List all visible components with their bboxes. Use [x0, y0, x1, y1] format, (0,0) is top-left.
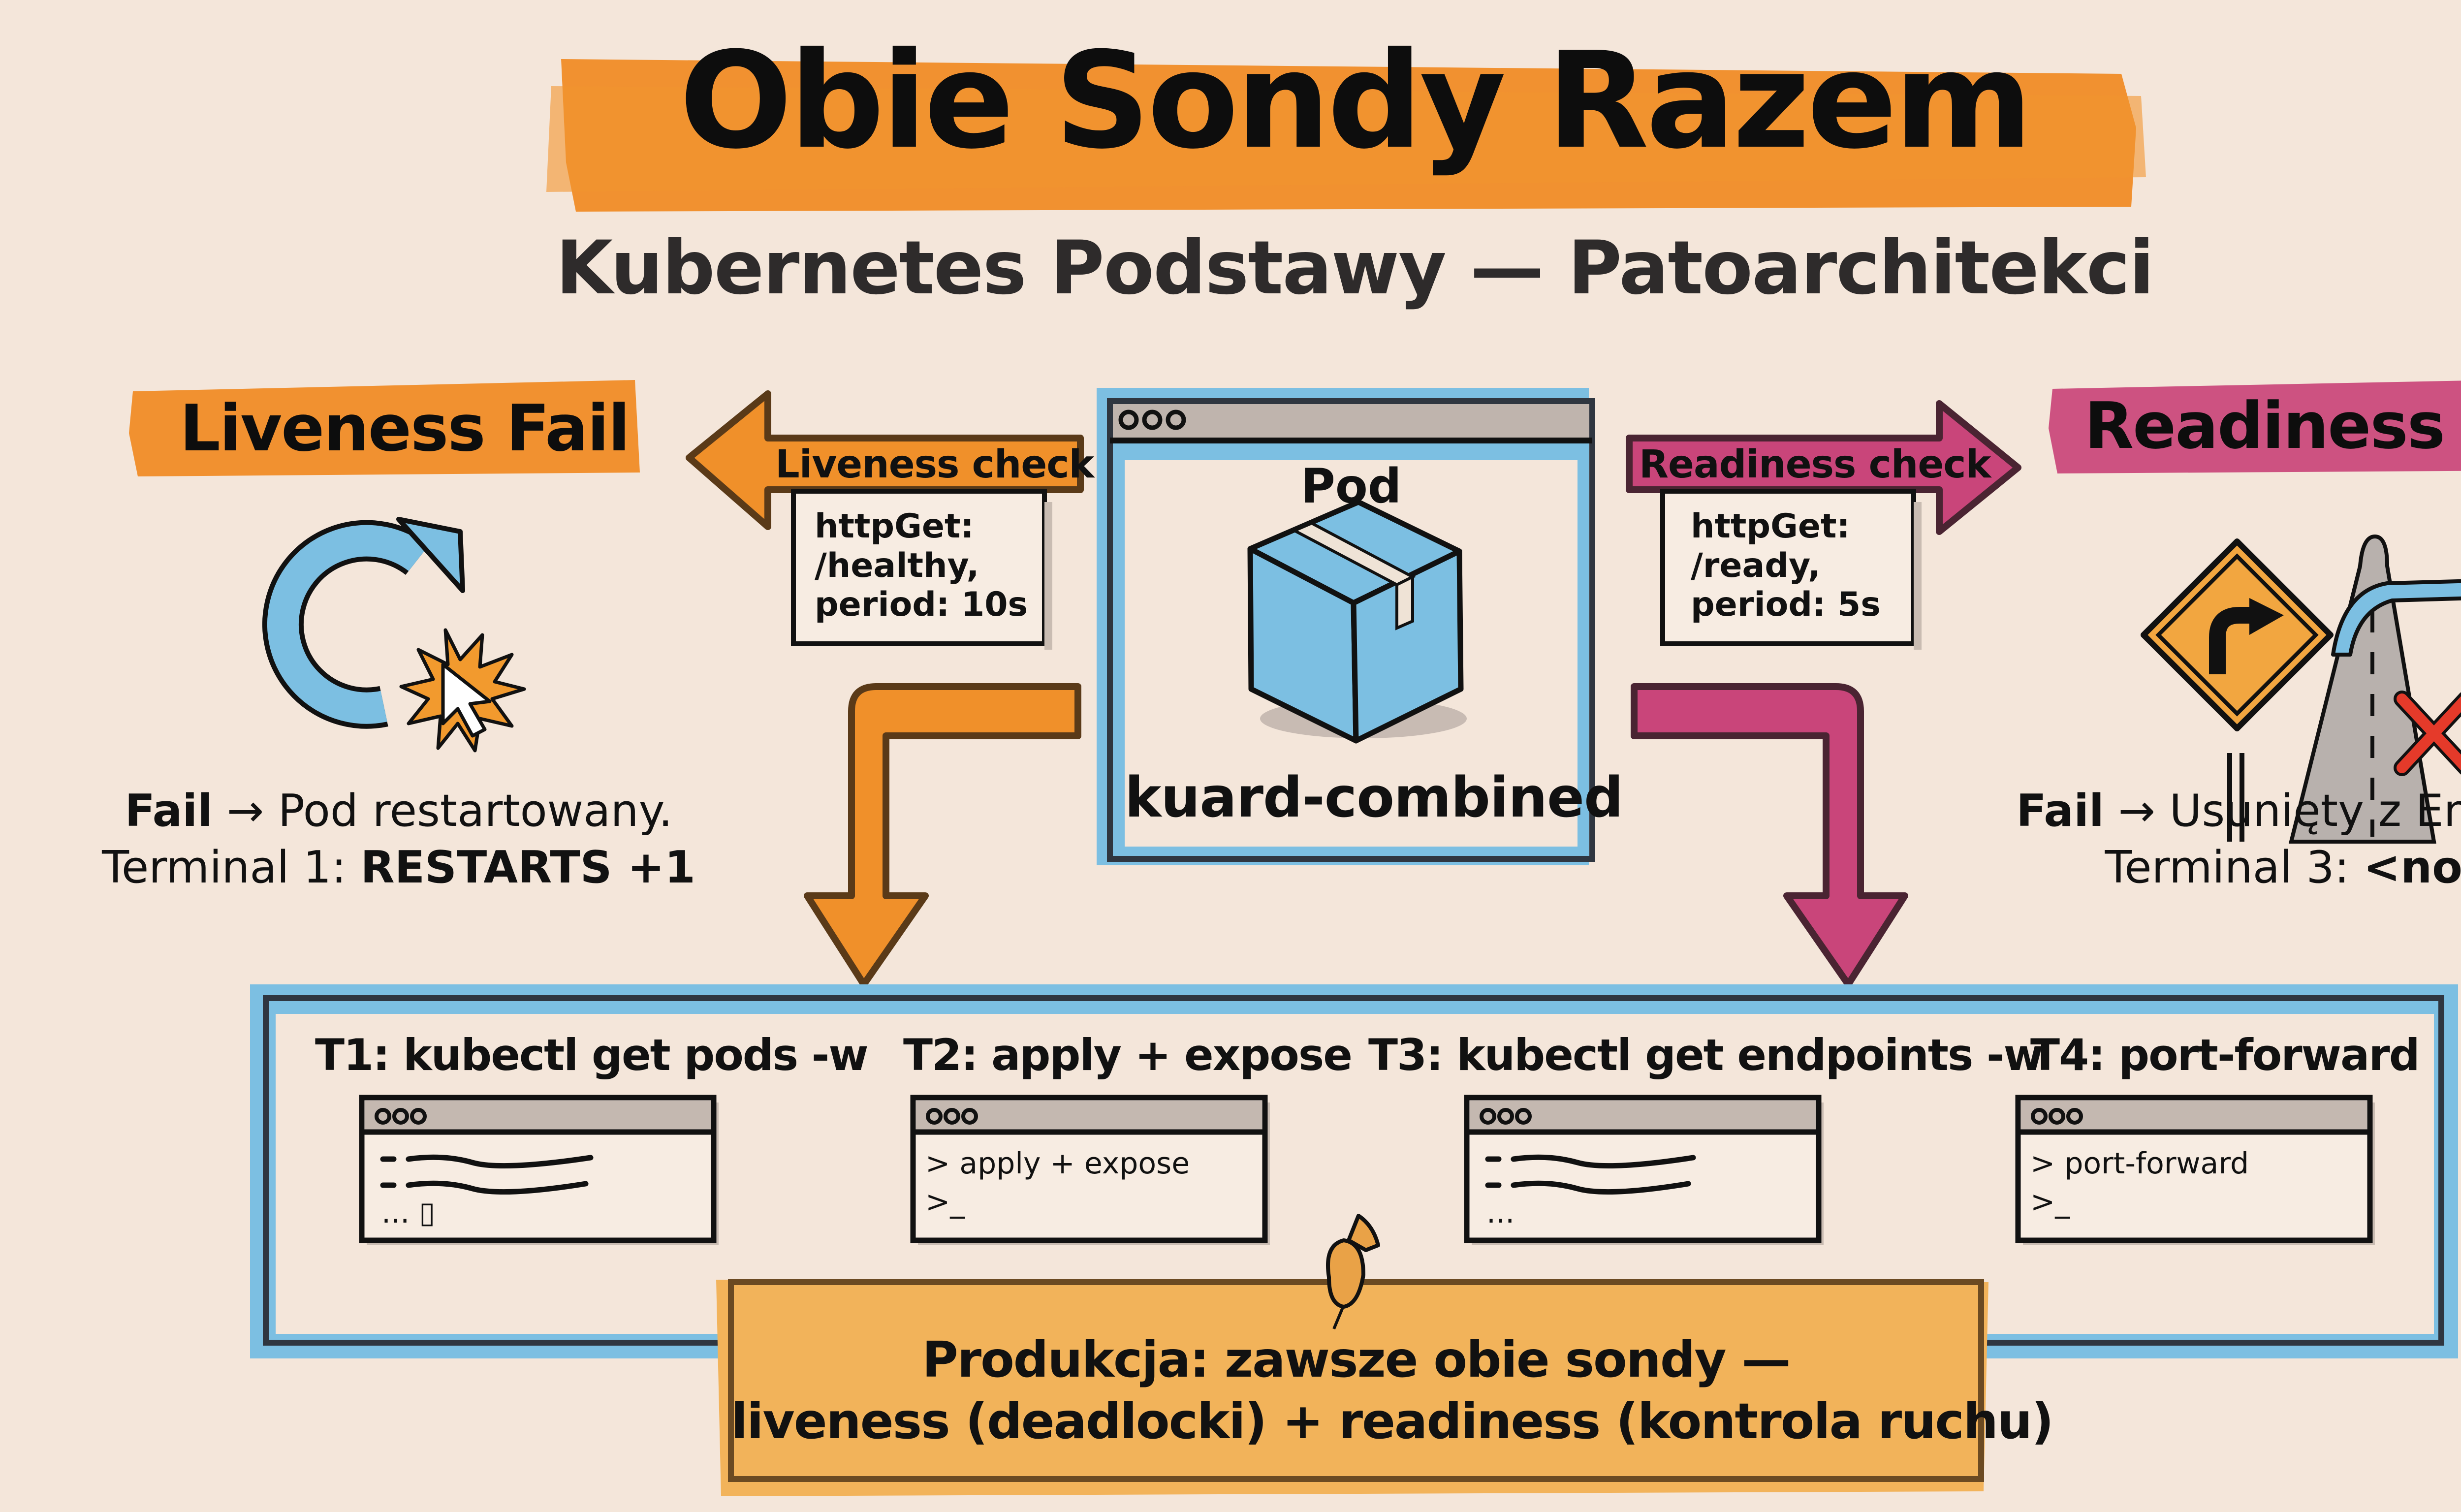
pod-label: Pod — [1300, 459, 1402, 514]
readiness-probe-type: httpGet: — [1691, 507, 1850, 546]
readiness-down-arrow — [1631, 683, 1908, 988]
click-burst-icon — [399, 628, 526, 753]
terminal-4-line-1: > port-forward — [2030, 1146, 2249, 1181]
terminal-4-line-2: >_ — [2030, 1185, 2070, 1219]
readiness-probe-path: /ready, — [1691, 546, 1821, 585]
terminal-4-body: > port-forward >_ — [2030, 1144, 2249, 1221]
terminal-4-title: T4: port-forward — [2030, 1030, 2420, 1080]
liveness-fail-word: Fail — [125, 785, 213, 837]
liveness-caption-line2: Terminal 1: RESTARTS +1 — [79, 839, 719, 896]
readiness-probe-config: httpGet: /ready, period: 5s — [1691, 507, 1881, 625]
readiness-caption: Fail → Usunięty z Endpoints. Terminal 3:… — [1988, 783, 2461, 896]
arrow-right-icon: → — [2118, 785, 2155, 837]
terminal-2-line-1: > apply + expose — [925, 1146, 1190, 1181]
pushpin-icon — [1326, 1214, 1380, 1330]
turn-sign-icon — [2141, 538, 2334, 842]
liveness-probe-path: /healthy, — [815, 546, 979, 585]
terminal-2-title: T2: apply + expose — [903, 1030, 1353, 1080]
liveness-title-highlight — [129, 380, 640, 476]
terminal-2-body: > apply + expose >_ — [925, 1144, 1190, 1221]
terminal-1-line-3: ... ▯ — [381, 1196, 436, 1230]
terminal-window-3 — [1464, 1095, 1824, 1245]
terminal-3-line-3: ... — [1486, 1196, 1515, 1230]
production-note-line1: Produkcja: zawsze obie sondy — — [922, 1331, 1791, 1388]
package-box-icon — [1247, 499, 1467, 744]
readiness-caption-line1: Fail → Usunięty z Endpoints. — [1988, 783, 2461, 839]
production-note: Produkcja: zawsze obie sondy — liveness … — [731, 1329, 2054, 1452]
liveness-check-arrow — [686, 390, 1084, 530]
readiness-probe-period: period: 5s — [1691, 585, 1881, 625]
liveness-probe-box — [791, 489, 1052, 650]
terminal-window-1 — [359, 1095, 719, 1245]
production-note-line2: liveness (deadlocki) + readiness (kontro… — [731, 1392, 2054, 1450]
liveness-terminal-prefix: Terminal 1: — [102, 842, 347, 894]
readiness-check-label: Readiness check — [1639, 442, 1991, 487]
pod-name: kuard-combined — [1125, 766, 1623, 830]
liveness-fail-title: Liveness Fail — [180, 391, 630, 466]
liveness-probe-type: httpGet: — [815, 507, 974, 546]
terminal-window-2 — [910, 1095, 1270, 1245]
terminal-3-title: T3: kubectl get endpoints -w — [1368, 1030, 2044, 1080]
readiness-probe-box — [1660, 489, 1922, 650]
liveness-probe-period: period: 10s — [815, 585, 1028, 625]
readiness-terminal-prefix: Terminal 3: — [2105, 842, 2350, 894]
readiness-terminal-value: <none> — [2363, 842, 2461, 894]
arrow-right-icon: → — [226, 785, 264, 837]
terminal-output-squiggles — [380, 1154, 1696, 1195]
page-title: Obie Sondy Razem — [679, 23, 2033, 178]
liveness-probe-config: httpGet: /healthy, period: 10s — [815, 507, 1028, 625]
title-highlight — [546, 59, 2146, 212]
terminal-2-line-2: >_ — [925, 1185, 965, 1219]
restart-arrow-icon — [262, 517, 465, 729]
terminal-1-title: T1: kubectl get pods -w — [315, 1030, 869, 1080]
liveness-result: Pod restartowany. — [278, 785, 673, 837]
terminal-window-4 — [2015, 1095, 2375, 1245]
readiness-title-highlight — [2049, 380, 2461, 473]
liveness-check-label: Liveness check — [775, 442, 1094, 487]
liveness-down-arrow — [804, 683, 1081, 988]
liveness-terminal-value: RESTARTS +1 — [360, 842, 695, 894]
road-detour-icon — [2288, 534, 2461, 844]
readiness-fail-title: Readiness Fail — [2084, 388, 2461, 463]
readiness-result: Usunięty z Endpoints. — [2169, 785, 2461, 837]
readiness-fail-word: Fail — [2016, 785, 2104, 837]
liveness-caption-line1: Fail → Pod restartowany. — [79, 783, 719, 839]
readiness-caption-line2: Terminal 3: <none> — [1988, 839, 2461, 896]
page-subtitle: Kubernetes Podstawy — Patoarchitekci — [555, 225, 2154, 311]
liveness-caption: Fail → Pod restartowany. Terminal 1: RES… — [79, 783, 719, 896]
